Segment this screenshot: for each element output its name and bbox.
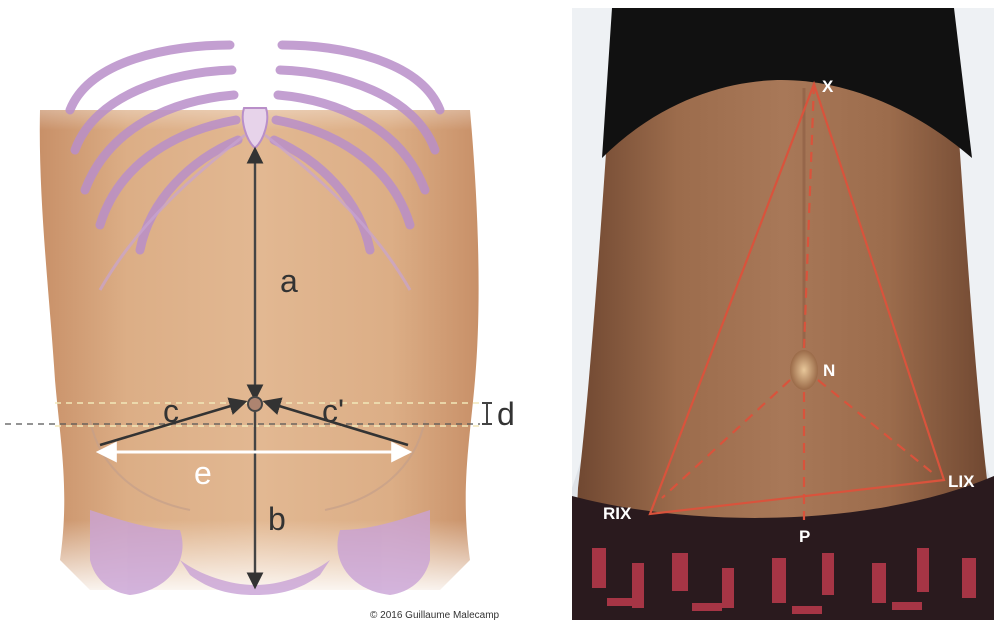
label-n: N <box>823 361 835 380</box>
umbilicus-marker <box>248 397 262 411</box>
label-a: a <box>280 263 298 299</box>
label-e: e <box>194 455 212 491</box>
umbilicus <box>790 350 818 390</box>
label-rix: RIX <box>603 504 632 523</box>
label-b: b <box>268 501 286 537</box>
line-d <box>482 403 492 424</box>
anatomical-illustration: a b c c' d e <box>0 0 560 626</box>
abdomen-photo: X N RIX LIX P <box>572 8 994 620</box>
label-x: X <box>822 77 834 96</box>
label-p: P <box>799 527 810 546</box>
copyright-credit: © 2016 Guillaume Malecamp <box>370 610 499 621</box>
label-c: c <box>163 393 179 429</box>
abdomen-photo-panel: X N RIX LIX P <box>572 8 994 620</box>
label-d: d <box>497 396 515 432</box>
label-c-prime: c' <box>322 393 344 429</box>
anatomical-illustration-panel: a b c c' d e © 2016 Guillaume Malecamp <box>0 0 560 626</box>
label-lix: LIX <box>948 472 975 491</box>
